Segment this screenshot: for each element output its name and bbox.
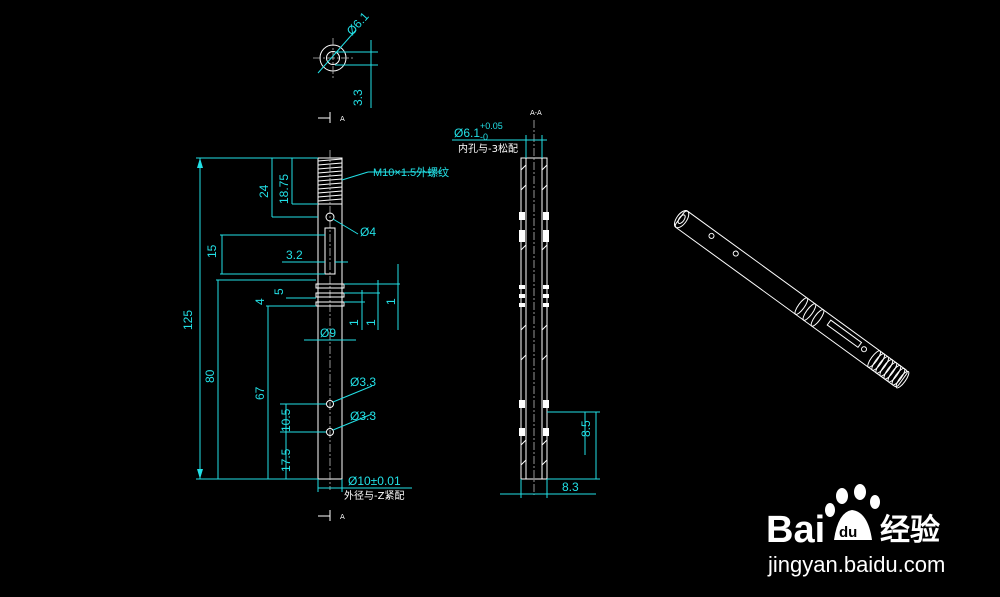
thread-note: M10×1.5外螺纹	[373, 165, 449, 179]
groove-1	[315, 283, 345, 289]
section-hatch-left	[520, 164, 527, 466]
top-view-inner-circle	[326, 51, 340, 65]
groove-3	[315, 301, 345, 307]
section-mark-top-label: A	[340, 115, 345, 123]
watermark-brand-left: Bai	[766, 509, 825, 551]
thread-leader	[341, 171, 369, 181]
dim-1b: 1	[364, 319, 378, 326]
dim-15: 15	[205, 244, 219, 258]
dim-1a: 1	[384, 298, 398, 305]
bore-fit-note: 内孔与-3松配	[458, 142, 518, 155]
dim-8-5: 8.5	[579, 420, 593, 437]
baidu-watermark: Bai du 经验 jingyan.baidu.com	[766, 484, 945, 577]
groove-2	[315, 292, 345, 298]
svg-text:du: du	[839, 524, 857, 541]
dim-24: 24	[257, 184, 271, 198]
iso-hole-2	[732, 250, 739, 257]
dim-17-5: 17.5	[279, 448, 293, 472]
dim-125: 125	[181, 310, 195, 330]
iso-groove-3	[810, 309, 825, 327]
iso-end-inner	[677, 214, 686, 224]
iso-hole-3	[861, 346, 868, 353]
watermark-url: jingyan.baidu.com	[767, 552, 945, 577]
dim-18-75: 18.75	[277, 174, 291, 204]
section-mark-top: A	[318, 112, 345, 123]
hole-low	[326, 428, 334, 436]
paw-logo-icon: du	[825, 484, 880, 541]
bore-tol-lower: -0	[480, 132, 488, 142]
iso-groove-1	[794, 297, 809, 315]
hole-top-leader	[332, 218, 359, 235]
section-view: Ø6.1 +0.05 -0 内孔与-3松配 8.5 8.3	[452, 120, 600, 498]
front-view: M10×1.5外螺纹 Ø4 125 24 18.75 15 3.2 5 4	[181, 150, 449, 502]
section-hatch-right	[541, 164, 548, 466]
bore-dia: Ø6.1	[454, 126, 480, 140]
hole-mid-label: Ø3.3	[350, 375, 376, 389]
iso-thread	[867, 350, 910, 389]
top-view: Ø6.1 3.3	[313, 9, 378, 108]
dim-5: 5	[272, 288, 286, 295]
section-mark-bottom: A	[318, 510, 345, 521]
dim-8-3: 8.3	[562, 480, 579, 494]
iso-groove-2	[802, 303, 817, 321]
hole-low-label: Ø3.3	[350, 409, 376, 423]
watermark-brand-right: 经验	[880, 513, 940, 547]
top-view-dia-label: Ø6.1	[344, 9, 372, 38]
top-view-offset-label: 3.3	[351, 89, 365, 106]
dim-80: 80	[203, 369, 217, 383]
hole-top-label: Ø4	[360, 225, 376, 239]
hole-mid	[326, 400, 334, 408]
dim-3-2: 3.2	[286, 248, 303, 262]
bore-tol-upper: +0.05	[480, 121, 503, 131]
section-title: A-A	[530, 109, 542, 117]
iso-hole-1	[708, 232, 715, 239]
iso-end-outer	[673, 210, 690, 229]
dim-1c: 1	[347, 319, 361, 326]
hole-top	[325, 212, 335, 222]
dim-outer-dia: Ø10±0.01	[348, 474, 401, 488]
dim-67: 67	[253, 386, 267, 400]
dim-groove-dia: Ø9	[320, 326, 336, 340]
section-mark-bottom-label: A	[340, 513, 345, 521]
iso-slot	[826, 319, 863, 349]
isometric-view	[673, 210, 910, 389]
slot	[324, 227, 336, 275]
outer-fit-note: 外径与-Z紧配	[344, 489, 404, 502]
dim-10-5: 10.5	[279, 408, 293, 432]
dim-4: 4	[253, 298, 267, 305]
